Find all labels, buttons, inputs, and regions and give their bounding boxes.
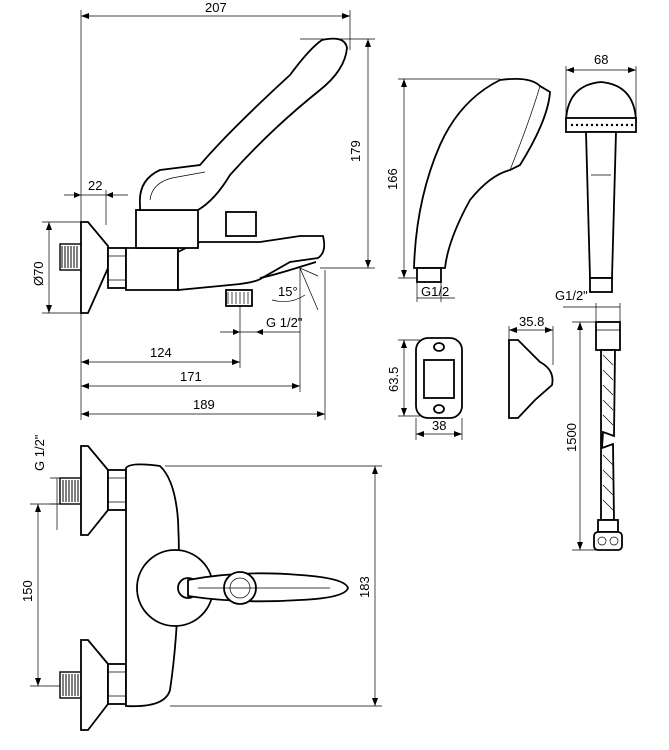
dim-body-height: 183 [357, 576, 372, 598]
dim-to-lever: 171 [180, 369, 202, 384]
dim-to-outlet: 124 [150, 345, 172, 360]
dim-holder-width: 38 [432, 418, 446, 433]
dim-hose-thread: G1/2" [555, 288, 588, 303]
holder-side-view: 35.8 [508, 314, 554, 419]
handshower-front-view: 68 [565, 52, 637, 293]
dim-to-spout: 189 [193, 397, 215, 412]
dim-handshower-head-width: 68 [594, 52, 608, 67]
dim-flange-diameter: Ø70 [31, 261, 46, 286]
dim-handle-height: 179 [348, 140, 363, 162]
dim-inlet-spacing: 150 [20, 580, 35, 602]
dim-holder-height: 63.5 [386, 367, 401, 392]
spray-holes [570, 123, 634, 127]
dim-holder-depth: 35.8 [519, 314, 544, 329]
mixer-front-view: G 1/2" 150 [20, 434, 382, 731]
dim-overall-width: 207 [205, 0, 227, 15]
mixer-side-view: 207 179 22 Ø70 [31, 0, 375, 420]
dim-outlet-angle: 15° [278, 284, 298, 299]
dim-wall-offset: 22 [88, 178, 102, 193]
dim-inlet-thread: G 1/2" [32, 434, 47, 471]
dim-hose-length: 1500 [564, 423, 579, 452]
handshower-side-view: 166 G1/2 [385, 77, 551, 302]
hose-view: G1/2" 1500 [555, 288, 623, 551]
thread-hatching [61, 246, 78, 268]
holder-front-view: 63.5 38 [386, 337, 463, 440]
dim-handshower-thread: G1/2 [421, 284, 449, 299]
dim-outlet-thread: G 1/2" [266, 315, 303, 330]
dim-handshower-length: 166 [385, 168, 400, 190]
